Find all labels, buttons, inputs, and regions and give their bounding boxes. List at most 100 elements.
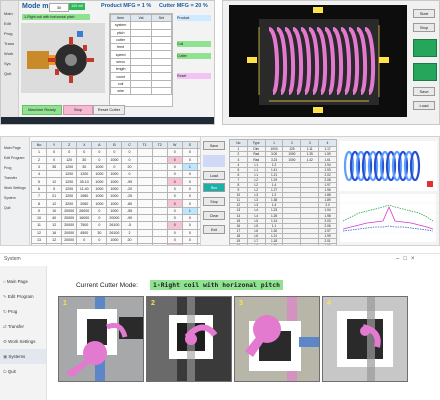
table-cell[interactable]: 0: [91, 206, 108, 215]
side-item[interactable]: Quit: [4, 71, 12, 76]
cutter-mode-thumb-3[interactable]: 3: [234, 296, 320, 382]
table-cell[interactable]: 0: [181, 184, 198, 194]
camera-load-button[interactable]: Load: [413, 101, 435, 110]
table-cell[interactable]: [151, 162, 168, 172]
table-row[interactable]: 14000000000: [30, 243, 214, 245]
table-cell[interactable]: 0: [181, 221, 198, 230]
table-cell[interactable]: 35.10: [76, 177, 93, 186]
table-cell[interactable]: 0: [181, 192, 198, 201]
table-cell[interactable]: 0: [46, 148, 63, 157]
table-cell[interactable]: 0: [91, 235, 108, 245]
nav-edit-program[interactable]: ✎ Edit Program: [3, 294, 34, 299]
table-cell[interactable]: 0: [181, 155, 198, 164]
table-cell[interactable]: 1: [30, 148, 48, 157]
nav-main-page[interactable]: ⌂ Main Page: [3, 279, 28, 284]
table-cell[interactable]: [151, 199, 168, 208]
table-cell[interactable]: -95: [121, 177, 138, 186]
table-cell[interactable]: 4500: [76, 228, 93, 237]
table-cell[interactable]: 16: [46, 228, 63, 237]
table-cell[interactable]: 0: [181, 228, 198, 237]
table-cell[interactable]: 1000: [106, 235, 123, 245]
table-row[interactable]: 1000000000: [30, 148, 214, 157]
table-cell[interactable]: 20000: [61, 221, 78, 230]
table-cell[interactable]: 0: [166, 235, 183, 245]
cutter-mode-thumb-2[interactable]: 2: [146, 296, 232, 382]
table-cell[interactable]: 4: [30, 170, 48, 179]
table-cell[interactable]: 1200: [76, 170, 93, 179]
list-row[interactable]: feed: [109, 43, 173, 52]
table-cell[interactable]: 0: [121, 170, 138, 179]
table-cell[interactable]: 1980: [76, 192, 93, 201]
table-cell[interactable]: 2: [30, 155, 48, 164]
table-cell[interactable]: 0: [166, 148, 183, 157]
table-cell[interactable]: 0: [181, 213, 198, 223]
table-cell[interactable]: 11: [30, 221, 48, 230]
side-item[interactable]: Work Settings: [4, 186, 26, 190]
table-cell[interactable]: 20000: [61, 235, 78, 245]
table-cell[interactable]: [46, 170, 63, 179]
side-button[interactable]: Exit: [203, 225, 225, 234]
table-cell[interactable]: [151, 192, 168, 201]
table-cell[interactable]: 1200: [61, 170, 78, 179]
table-cell[interactable]: 0: [121, 148, 138, 157]
side-item[interactable]: Trans: [4, 41, 15, 46]
table-cell[interactable]: 10: [46, 206, 63, 215]
table-cell[interactable]: [136, 162, 153, 172]
table-cell[interactable]: 3: [30, 162, 48, 172]
table-cell[interactable]: [136, 170, 153, 179]
table-cell[interactable]: [151, 243, 168, 245]
table-cell[interactable]: 0: [166, 221, 183, 230]
table-cell[interactable]: 26000: [76, 206, 93, 215]
table-cell[interactable]: 0: [166, 199, 183, 208]
table-cell[interactable]: 0: [91, 213, 108, 223]
list-row[interactable]: coil: [109, 79, 173, 88]
table-cell[interactable]: 0: [46, 243, 63, 245]
list-row[interactable]: cutter: [109, 35, 173, 45]
table-cell[interactable]: [136, 243, 153, 245]
table-cell[interactable]: L7: [246, 243, 266, 245]
table-cell[interactable]: 0: [166, 177, 183, 186]
table-cell[interactable]: 0: [181, 199, 198, 208]
table-cell[interactable]: 7500: [76, 221, 93, 230]
table-cell[interactable]: 9: [30, 206, 48, 215]
table-cell[interactable]: 26100: [106, 228, 123, 237]
table-cell[interactable]: 35: [46, 162, 63, 172]
table-cell[interactable]: -5: [121, 221, 138, 230]
table-cell[interactable]: [136, 192, 153, 201]
table-cell[interactable]: 3200: [61, 199, 78, 208]
side-item[interactable]: Main: [4, 11, 13, 16]
table-cell[interactable]: 0: [121, 243, 138, 245]
table-cell[interactable]: 1200: [61, 184, 78, 194]
table-cell[interactable]: 12: [46, 177, 63, 186]
side-button[interactable]: Save: [203, 141, 225, 150]
table-cell[interactable]: 30: [76, 162, 93, 172]
side-button[interactable]: Stop: [203, 197, 225, 206]
table-cell[interactable]: 20000: [61, 206, 78, 215]
table-cell[interactable]: 0: [61, 243, 78, 245]
table-row[interactable]: 412001200100010000000: [30, 170, 214, 179]
table-cell[interactable]: 30: [91, 228, 108, 237]
table-cell[interactable]: 20000: [61, 213, 78, 223]
table-cell[interactable]: 1000: [106, 199, 123, 208]
table-cell[interactable]: 0: [76, 243, 93, 245]
table-cell[interactable]: 1200: [61, 162, 78, 172]
mode-value-field[interactable]: 30: [49, 3, 69, 12]
table-cell[interactable]: 0: [61, 148, 78, 157]
table-cell[interactable]: 12: [46, 199, 63, 208]
side-item[interactable]: Transfer: [4, 176, 17, 180]
list-row[interactable]: system: [109, 21, 173, 30]
table-cell[interactable]: 20: [229, 243, 248, 245]
green-indicator[interactable]: [413, 39, 437, 57]
table-row[interactable]: 13122000000100020000: [30, 235, 214, 245]
table-cell[interactable]: [151, 213, 168, 223]
table-cell[interactable]: 1.25: [264, 243, 284, 245]
table-cell[interactable]: [136, 199, 153, 208]
table-cell[interactable]: 120: [61, 155, 78, 164]
table-cell[interactable]: 1000: [106, 184, 123, 194]
table-cell[interactable]: 13: [30, 235, 48, 245]
